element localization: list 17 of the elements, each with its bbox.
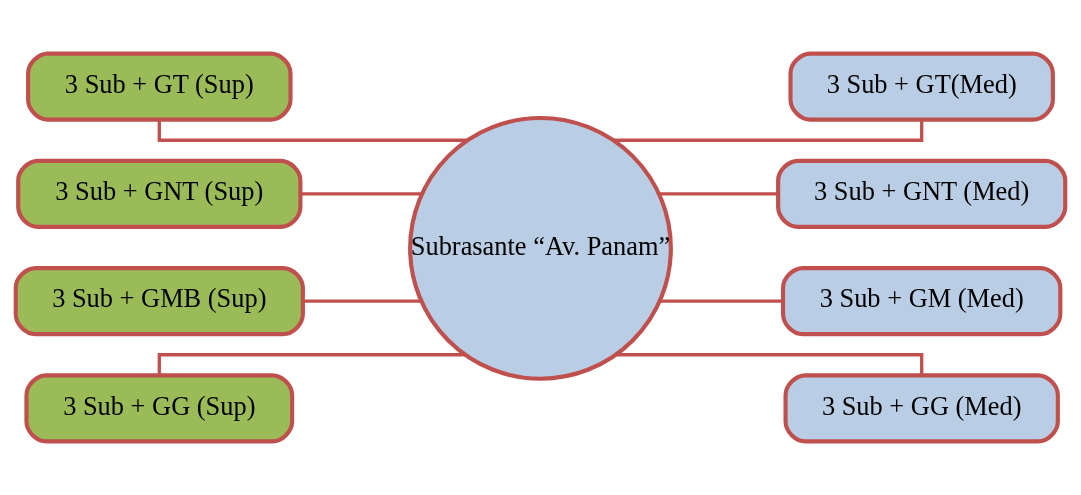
node-box: 3 Sub + GM (Med) bbox=[781, 266, 1063, 337]
connector bbox=[302, 299, 422, 303]
node-box: 3 Sub + GMB (Sup) bbox=[13, 266, 305, 337]
connector bbox=[157, 353, 466, 376]
node-circle: Subrasante “Av. Panam” bbox=[408, 115, 673, 381]
node-box: 3 Sub + GG (Sup) bbox=[24, 373, 295, 444]
node-box: 3 Sub + GG (Med) bbox=[783, 373, 1060, 444]
node-box: 3 Sub + GT(Med) bbox=[788, 51, 1055, 122]
connector bbox=[300, 192, 422, 196]
node-box: 3 Sub + GNT (Med) bbox=[776, 158, 1068, 229]
connector bbox=[157, 119, 468, 142]
connector bbox=[615, 353, 924, 376]
connector bbox=[659, 192, 778, 196]
node-box: 3 Sub + GNT (Sup) bbox=[16, 158, 303, 229]
connector bbox=[660, 299, 783, 303]
connector bbox=[613, 119, 924, 142]
node-box: 3 Sub + GT (Sup) bbox=[26, 51, 293, 122]
